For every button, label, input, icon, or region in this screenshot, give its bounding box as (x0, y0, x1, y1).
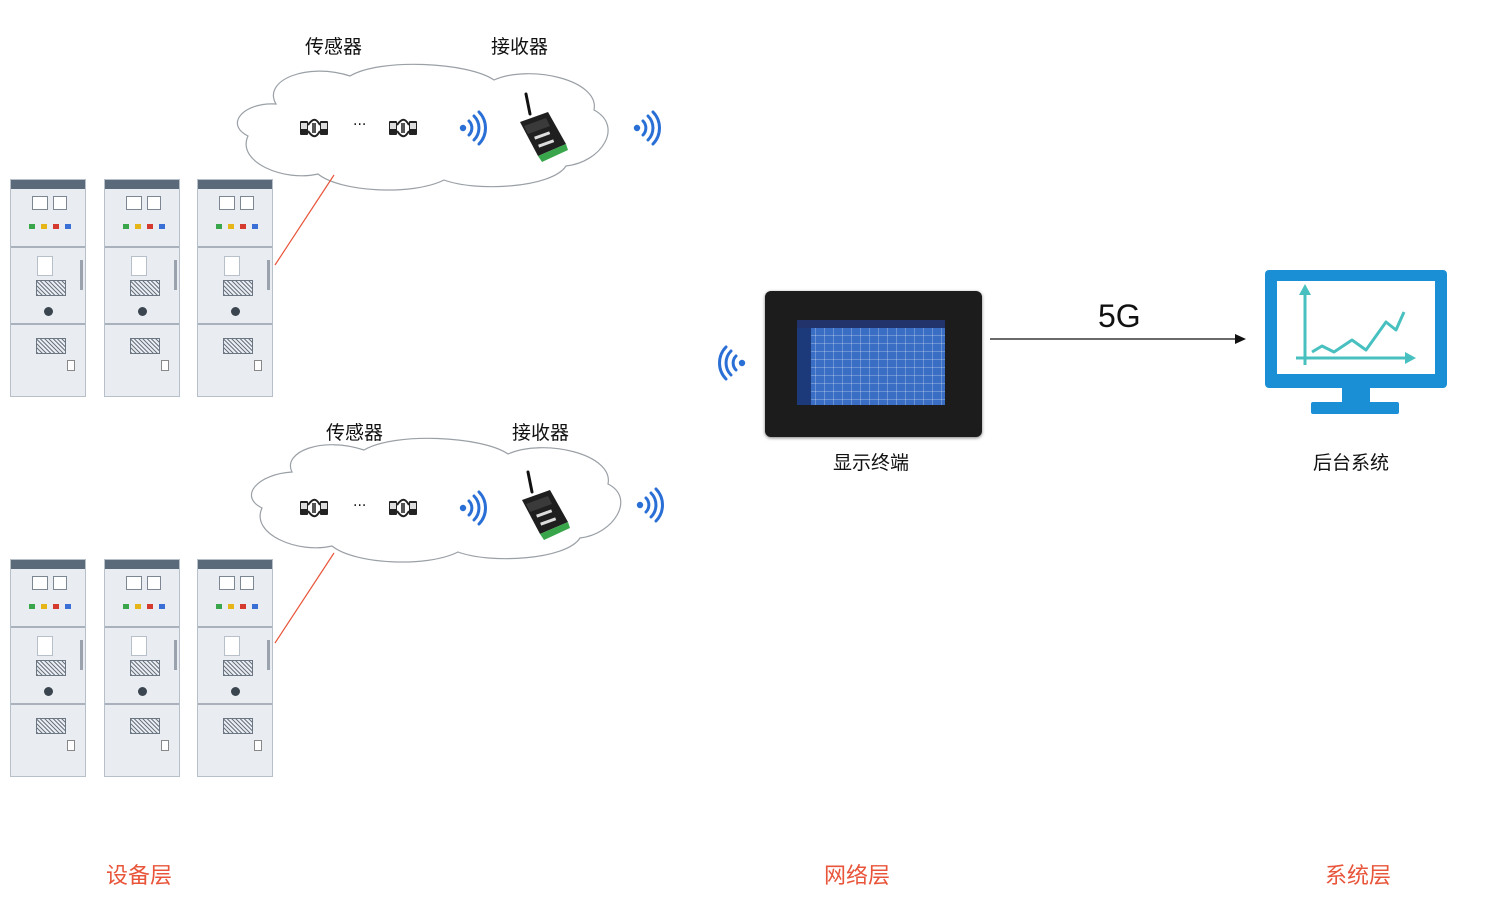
display-terminal (765, 291, 982, 437)
switchgear-cabinet (104, 559, 180, 777)
layer-label-network: 网络层 (824, 864, 891, 889)
ellipsis-top: ··· (353, 117, 367, 133)
wifi-icon (718, 345, 747, 381)
cloud-bottom (250, 437, 622, 563)
receiver-label-top: 接收器 (491, 36, 549, 58)
link-label-5g: 5G (1098, 298, 1141, 334)
connector-line-top (274, 174, 335, 266)
sensor-label-bottom: 传感器 (326, 422, 384, 444)
switchgear-cabinet (197, 179, 273, 397)
wifi-icon (635, 487, 664, 523)
sensor-label-top: 传感器 (305, 36, 363, 58)
cloud-top (236, 63, 609, 191)
receiver-label-bottom: 接收器 (512, 422, 570, 444)
terminal-label: 显示终端 (833, 452, 910, 474)
terminal-screen (797, 320, 945, 405)
connector-line-bottom (274, 552, 335, 644)
arrow-head (1235, 334, 1246, 344)
switchgear-cabinet (10, 179, 86, 397)
switchgear-cabinet (10, 559, 86, 777)
switchgear-cabinet (197, 559, 273, 777)
layer-label-device: 设备层 (106, 864, 173, 889)
layer-label-system: 系统层 (1325, 864, 1392, 889)
wifi-icon (632, 110, 661, 146)
switchgear-cabinet (104, 179, 180, 397)
backend-label: 后台系统 (1313, 452, 1390, 474)
monitor-icon (1265, 270, 1447, 414)
ellipsis-bottom: ··· (353, 498, 367, 514)
